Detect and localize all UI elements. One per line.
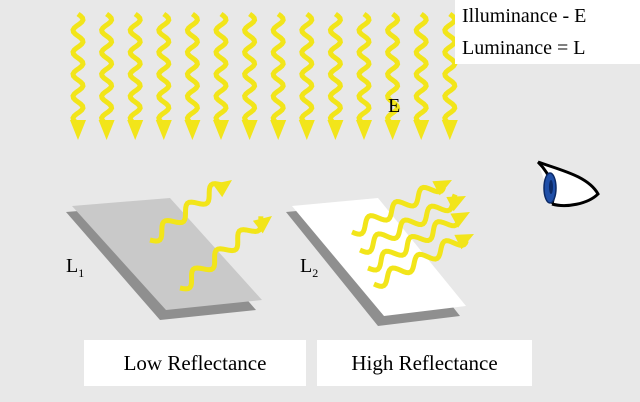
high-reflectance-surface <box>286 198 466 326</box>
reflected-ray <box>149 180 232 244</box>
incident-ray <box>413 11 430 140</box>
incident-ray <box>356 11 372 140</box>
low-reflectance-surface <box>66 198 262 320</box>
incident-light-rays <box>70 11 458 140</box>
legend <box>455 0 640 64</box>
incident-ray <box>384 11 401 140</box>
incident-ray <box>298 11 315 140</box>
legend-luminance: Luminance = L <box>462 37 586 59</box>
reflected-ray <box>359 193 466 255</box>
high-reflectance-caption: High Reflectance <box>317 340 532 386</box>
incident-ray <box>241 11 258 140</box>
incident-ray <box>155 11 172 140</box>
surface-2-label: L2 <box>300 255 318 280</box>
reflected-ray <box>179 216 272 292</box>
reflected-light-rays <box>149 180 474 292</box>
surface-1-label: L1 <box>66 255 84 280</box>
reflected-ray <box>351 180 452 237</box>
surface-plate <box>292 198 466 316</box>
incident-ray <box>441 11 458 140</box>
incident-ray <box>213 11 229 140</box>
eye-icon <box>536 160 600 208</box>
incident-ray <box>184 11 201 140</box>
incident-ray <box>327 11 344 140</box>
incident-ray <box>98 11 115 140</box>
incident-ray <box>127 11 144 140</box>
incident-ray <box>270 11 287 140</box>
low-reflectance-caption: Low Reflectance <box>84 340 306 386</box>
reflected-ray <box>373 234 474 289</box>
reflected-ray <box>367 212 470 273</box>
incident-label: E <box>388 95 400 117</box>
surface-plate <box>72 198 262 310</box>
incident-ray <box>70 11 86 140</box>
legend-illuminance: Illuminance - E <box>462 5 587 27</box>
